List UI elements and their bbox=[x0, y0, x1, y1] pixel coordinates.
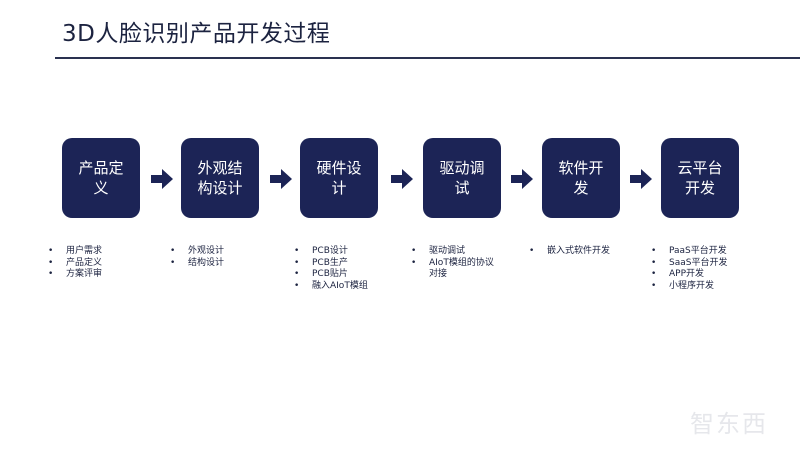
list-item: • 融入AIoT模组 bbox=[294, 281, 404, 293]
right-arrow-icon bbox=[391, 169, 413, 189]
bullet-list-driver-debugging: • 驱动调试 • AIoT模组的协议对接 bbox=[411, 246, 501, 281]
bullet-icon: • bbox=[170, 257, 176, 268]
list-item-text: 产品定义 bbox=[66, 257, 103, 268]
list-item: • SaaS平台开发 bbox=[651, 258, 771, 270]
bullet-icon: • bbox=[294, 257, 300, 268]
bullet-list-hardware-design: • PCB设计 • PCB生产 • PCB贴片 • 融入AIoT模组 bbox=[294, 246, 404, 292]
bullet-icon: • bbox=[411, 257, 417, 268]
list-item-text: 方案评审 bbox=[66, 269, 103, 279]
list-item-text: PCB贴片 bbox=[312, 269, 348, 279]
step-label: 外观结构设计 bbox=[197, 159, 243, 197]
bullet-list-cloud-platform-development: • PaaS平台开发 • SaaS平台开发 • APP开发 • 小程序开发 bbox=[651, 246, 771, 292]
list-item-text: PCB设计 bbox=[312, 246, 348, 256]
list-item: • PCB贴片 bbox=[294, 269, 404, 281]
bullet-list-software-development: • 嵌入式软件开发 bbox=[529, 246, 649, 258]
bullet-list-exterior-structure-design: • 外观设计 • 结构设计 bbox=[170, 246, 280, 269]
right-arrow-icon bbox=[630, 169, 652, 189]
list-item: • PCB生产 bbox=[294, 258, 404, 270]
step-box-software-development: 软件开发 bbox=[542, 138, 620, 218]
step-label: 产品定义 bbox=[78, 159, 124, 197]
list-item-text: 外观设计 bbox=[188, 246, 225, 256]
list-item-text: SaaS平台开发 bbox=[669, 257, 728, 268]
step-label: 驱动调试 bbox=[439, 159, 485, 197]
list-item: • 外观设计 bbox=[170, 246, 280, 258]
bullet-icon: • bbox=[651, 246, 657, 256]
bullet-icon: • bbox=[294, 246, 300, 256]
list-item-text: 嵌入式软件开发 bbox=[547, 246, 611, 256]
list-item: • APP开发 bbox=[651, 269, 771, 281]
list-item-text: 结构设计 bbox=[188, 257, 225, 268]
slide-title: 3D人脸识别产品开发过程 bbox=[62, 21, 331, 47]
list-item-text: 驱动调试 bbox=[429, 246, 466, 256]
step-box-cloud-platform-development: 云平台开发 bbox=[661, 138, 739, 218]
watermark-logo: 智东西 bbox=[690, 404, 786, 438]
bullet-icon: • bbox=[294, 269, 300, 279]
bullet-icon: • bbox=[411, 246, 417, 256]
step-box-driver-debugging: 驱动调试 bbox=[423, 138, 501, 218]
list-item: • 用户需求 bbox=[48, 246, 158, 258]
list-item-text: APP开发 bbox=[669, 269, 705, 279]
list-item: • 驱动调试 bbox=[411, 246, 501, 258]
list-item: • PaaS平台开发 bbox=[651, 246, 771, 258]
list-item-text: PaaS平台开发 bbox=[669, 246, 727, 256]
list-item-text: 小程序开发 bbox=[669, 280, 715, 291]
list-item: • 产品定义 bbox=[48, 258, 158, 270]
right-arrow-icon bbox=[270, 169, 292, 189]
list-item: • PCB设计 bbox=[294, 246, 404, 258]
bullet-icon: • bbox=[48, 257, 54, 268]
list-item: • 嵌入式软件开发 bbox=[529, 246, 649, 258]
list-item: • 结构设计 bbox=[170, 258, 280, 270]
step-label: 软件开发 bbox=[558, 159, 604, 197]
step-label: 硬件设计 bbox=[316, 159, 362, 197]
bullet-list-product-definition: • 用户需求 • 产品定义 • 方案评审 bbox=[48, 246, 158, 281]
bullet-icon: • bbox=[48, 269, 54, 279]
bullet-icon: • bbox=[48, 246, 54, 256]
bullet-icon: • bbox=[651, 280, 657, 291]
step-box-exterior-structure-design: 外观结构设计 bbox=[181, 138, 259, 218]
list-item-text: 融入AIoT模组 bbox=[312, 280, 368, 291]
bullet-icon: • bbox=[651, 257, 657, 268]
step-box-hardware-design: 硬件设计 bbox=[300, 138, 378, 218]
right-arrow-icon bbox=[511, 169, 533, 189]
list-item: • 方案评审 bbox=[48, 269, 158, 281]
right-arrow-icon bbox=[151, 169, 173, 189]
step-label: 云平台开发 bbox=[677, 159, 723, 197]
step-box-product-definition: 产品定义 bbox=[62, 138, 140, 218]
bullet-icon: • bbox=[294, 280, 300, 291]
title-divider bbox=[55, 57, 800, 59]
watermark-text: 智东西 bbox=[690, 410, 768, 438]
list-item-text: 用户需求 bbox=[66, 246, 103, 256]
list-item-text: AIoT模组的协议对接 bbox=[429, 257, 494, 280]
list-item: • 小程序开发 bbox=[651, 281, 771, 293]
bullet-icon: • bbox=[529, 246, 535, 256]
bullet-icon: • bbox=[170, 246, 176, 256]
list-item-text: PCB生产 bbox=[312, 257, 348, 268]
list-item: • AIoT模组的协议对接 bbox=[411, 258, 501, 281]
bullet-icon: • bbox=[651, 269, 657, 279]
